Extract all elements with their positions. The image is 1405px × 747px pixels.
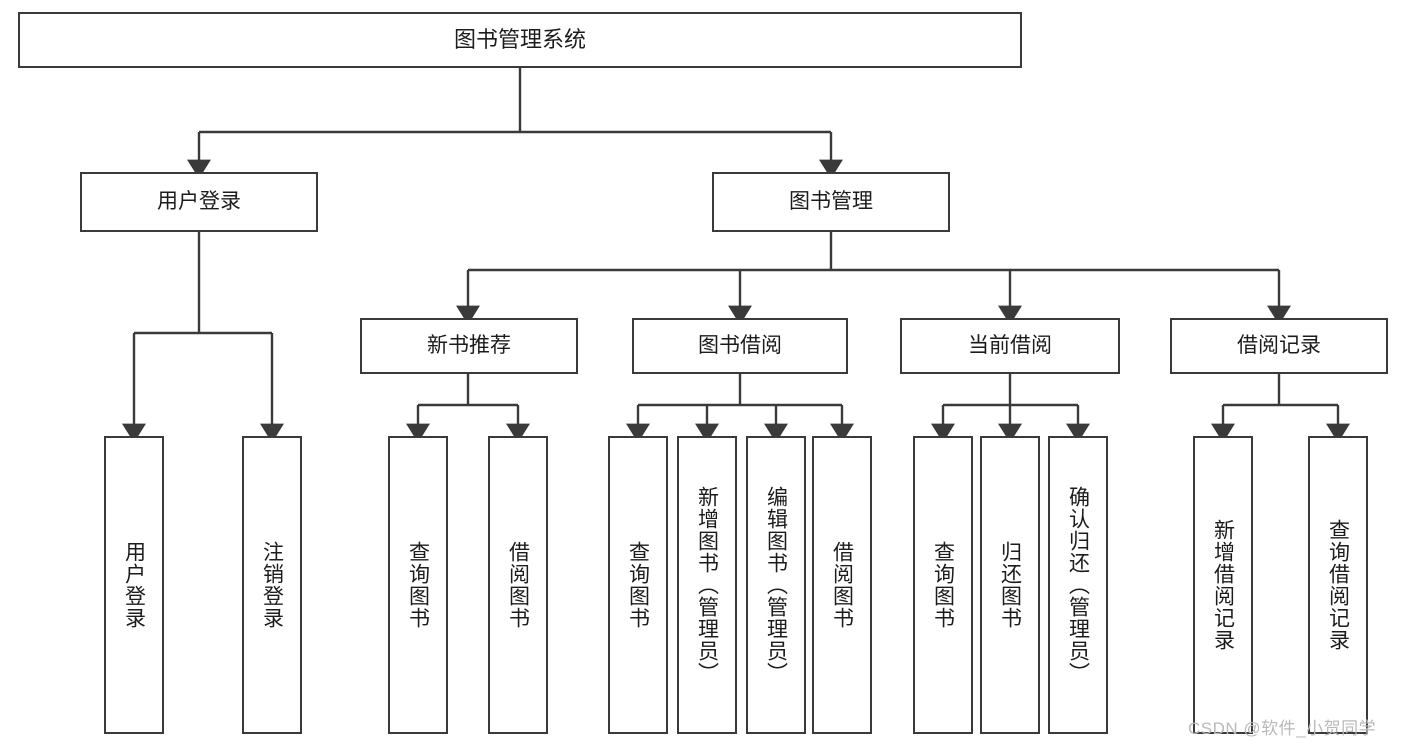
node-label: 借阅图书 bbox=[830, 541, 854, 629]
node-root-system[interactable]: 图书管理系统 bbox=[18, 12, 1022, 68]
leaf-user-login[interactable]: 用户登录 bbox=[104, 436, 164, 734]
leaf-query-book-current[interactable]: 查询图书 bbox=[913, 436, 973, 734]
watermark-text: CSDN @软件_小贺同学 bbox=[1188, 719, 1377, 738]
node-label: 查询借阅记录 bbox=[1326, 519, 1350, 651]
node-label: 借阅记录 bbox=[1237, 333, 1321, 357]
leaf-confirm-return[interactable]: 确认归还（管理员） bbox=[1048, 436, 1108, 734]
node-label: 查询图书 bbox=[626, 541, 650, 629]
leaf-logout[interactable]: 注销登录 bbox=[242, 436, 302, 734]
node-label: 图书借阅 bbox=[698, 333, 782, 357]
leaf-query-book-borrow[interactable]: 查询图书 bbox=[608, 436, 668, 734]
node-borrow-record[interactable]: 借阅记录 bbox=[1170, 318, 1388, 374]
node-new-book-recommend[interactable]: 新书推荐 bbox=[360, 318, 578, 374]
node-user-login[interactable]: 用户登录 bbox=[80, 172, 318, 232]
node-label: 当前借阅 bbox=[968, 333, 1052, 357]
leaf-query-book-recommend[interactable]: 查询图书 bbox=[388, 436, 448, 734]
leaf-borrow-book[interactable]: 借阅图书 bbox=[812, 436, 872, 734]
node-book-borrow[interactable]: 图书借阅 bbox=[632, 318, 848, 374]
node-label: 编辑图书（管理员） bbox=[764, 486, 788, 684]
leaf-add-borrow-record[interactable]: 新增借阅记录 bbox=[1193, 436, 1253, 734]
node-label: 新增借阅记录 bbox=[1211, 519, 1235, 651]
node-label: 图书管理 bbox=[789, 189, 873, 213]
leaf-return-book[interactable]: 归还图书 bbox=[980, 436, 1040, 734]
leaf-edit-book[interactable]: 编辑图书（管理员） bbox=[746, 436, 806, 734]
leaf-borrow-book-recommend[interactable]: 借阅图书 bbox=[488, 436, 548, 734]
leaf-query-borrow-record[interactable]: 查询借阅记录 bbox=[1308, 436, 1368, 734]
node-label: 用户登录 bbox=[157, 189, 241, 213]
node-label: 查询图书 bbox=[406, 541, 430, 629]
node-book-manage[interactable]: 图书管理 bbox=[712, 172, 950, 232]
node-label: 图书管理系统 bbox=[453, 27, 586, 53]
node-label: 用户登录 bbox=[122, 541, 146, 629]
node-current-borrow[interactable]: 当前借阅 bbox=[900, 318, 1120, 374]
node-label: 查询图书 bbox=[931, 541, 955, 629]
node-label: 借阅图书 bbox=[506, 541, 530, 629]
leaf-add-book[interactable]: 新增图书（管理员） bbox=[677, 436, 737, 734]
node-label: 新增图书（管理员） bbox=[695, 486, 719, 684]
node-label: 确认归还（管理员） bbox=[1066, 486, 1090, 684]
node-label: 归还图书 bbox=[998, 541, 1022, 629]
node-label: 新书推荐 bbox=[427, 333, 511, 357]
node-label: 注销登录 bbox=[260, 541, 284, 629]
